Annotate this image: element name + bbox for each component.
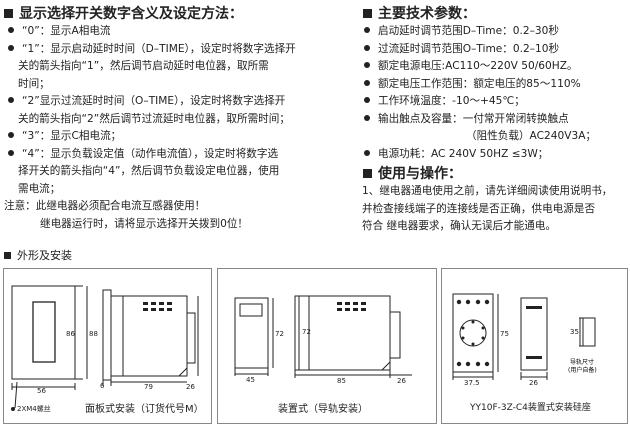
- dim-depth: 79: [144, 383, 153, 391]
- list-item-cont: 关的箭头指向“2”然后调节过流延时电位器，取所需时间；: [18, 112, 290, 125]
- specs-list: 启动延时调节范围D–Time：0.2–30秒 过流延时调节范围O–Time：0.…: [360, 23, 596, 163]
- bullet-icon: [364, 149, 370, 156]
- rail-note: (用户自备): [568, 366, 597, 374]
- spec-item: 输出触点及容量：一付常开常闭转换触点: [360, 111, 596, 129]
- list-item: “3”：显示C相电流；: [4, 128, 296, 146]
- dim-side: 26: [529, 379, 538, 387]
- spec-item: 额定电源电压:AC110～220V 50/60HZ。: [360, 58, 596, 76]
- dim-width: 37.5: [464, 379, 480, 387]
- usage-text: 1、继电器通电使用之前，请先详细阅读使用说明书， 并检查接线端子的连接线是否正确…: [362, 183, 612, 236]
- list-item-cont: 关的箭头指向“1”，然后调节启动延时电位器，取所需: [18, 60, 269, 72]
- square-bullet-icon: [4, 252, 11, 259]
- dim-panel-thickness: 6: [100, 382, 105, 390]
- usage-line: 并检查接线端子的连接线是否正确，供电电源是否: [362, 202, 596, 215]
- bullet-icon: [8, 44, 14, 51]
- bullet-icon: [364, 44, 370, 51]
- dim-side: 26: [397, 377, 406, 385]
- bullet-icon: [364, 97, 370, 103]
- note-line: 注意：此继电器必须配合电流互感器使用！: [4, 200, 206, 212]
- bullet-icon: [364, 62, 370, 68]
- bullet-icon: [8, 149, 14, 156]
- square-bullet-icon: [4, 9, 13, 18]
- usage-title: 使用与操作：: [378, 166, 462, 182]
- rail-note: 导轨尺寸: [570, 358, 594, 366]
- spec-item: 额定电压工作范围：额定电压的85～110%: [360, 76, 596, 94]
- square-bullet-icon: [363, 9, 372, 18]
- specs-heading: 主要技术参数：: [363, 3, 476, 23]
- panel-mount-drawing: 56 88 86 6 79 26 2XM4螺丝: [11, 285, 199, 413]
- dim-height: 75: [500, 330, 509, 338]
- bullet-icon: [8, 132, 14, 138]
- fig-panel-mount: [3, 268, 212, 424]
- dim-depth: 85: [337, 377, 346, 385]
- dim-rail: 35: [570, 328, 579, 336]
- dim-width: 45: [246, 376, 255, 384]
- list-item: “0”：显示A相电流: [4, 23, 296, 41]
- dimensions-heading: 外形及安装: [4, 247, 72, 263]
- usage-line: 1、继电器通电使用之前，请先详细阅读使用说明书，: [362, 185, 613, 197]
- bullet-icon: [8, 97, 14, 103]
- rail-mount-drawing: 45 72 72 85 26: [234, 295, 412, 385]
- bullet-icon: [8, 27, 14, 33]
- spec-item-cont: （阻性负载）AC240V3A；: [466, 130, 597, 142]
- list-item-cont: 时间；: [18, 77, 50, 90]
- bullet-icon: [364, 114, 370, 121]
- dim-inner-height: 86: [66, 330, 75, 338]
- specs-title: 主要技术参数：: [378, 6, 476, 22]
- list-item: “4”：显示负载设定值（动作电流值），设定时将数字选: [4, 146, 296, 164]
- bullet-icon: [364, 27, 370, 33]
- switch-settings-list: “0”：显示A相电流 “1”：显示启动延时时间（D–TIME），设定时将数字选择…: [4, 23, 296, 233]
- dim-side: 26: [186, 383, 195, 391]
- features-heading: 显示选择开关数字含义及设定方法：: [4, 3, 243, 23]
- dim-height: 72: [275, 330, 284, 338]
- spec-item: 启动延时调节范围D–Time：0.2–30秒: [360, 23, 596, 41]
- caption-panel-mount: 面板式安装（订货代号M）: [85, 404, 204, 415]
- usage-heading: 使用与操作：: [363, 163, 462, 183]
- dimensions-title: 外形及安装: [17, 249, 72, 262]
- list-item: “1”：显示启动延时时间（D–TIME），设定时将数字选择开: [4, 41, 296, 59]
- spec-item: 过流延时调节范围O–Time：0.2–10秒: [360, 41, 596, 59]
- note-line: 继电器运行时，请将显示选择开关拨到0位！: [40, 217, 249, 230]
- socket-drawing: 37.5 75 26 35 导轨尺寸 (用户自备): [452, 293, 597, 387]
- spec-item: 电源功耗：AC 240V 50HZ ≤3W；: [360, 146, 596, 164]
- screw-label: 2XM4螺丝: [17, 404, 51, 413]
- caption-socket: YY10F-3Z-C4装置式安装硅座: [470, 403, 591, 413]
- spec-item: 工作环境温度：-10～+45℃；: [360, 93, 596, 111]
- dim-width: 56: [37, 387, 46, 395]
- fig-rail-mount: [217, 268, 437, 424]
- list-item-cont: 择开关的箭头指向“4”，然后调节负载设定电位器，使用: [18, 165, 280, 177]
- usage-line: 符合 继电器要求，确认无误后才能通电。: [362, 220, 557, 232]
- features-title: 显示选择开关数字含义及设定方法：: [19, 6, 243, 22]
- dim-height: 88: [89, 330, 98, 338]
- fig-socket: [441, 268, 628, 424]
- square-bullet-icon: [363, 169, 372, 178]
- list-item: “2”显示过流延时时间（O–TIME），设定时将数字选择开: [4, 93, 296, 111]
- list-item-cont: 需电流；: [18, 182, 61, 195]
- dim-inner-height: 72: [302, 328, 311, 336]
- bullet-icon: [364, 79, 370, 86]
- caption-rail-mount: 装置式（导轨安装）: [278, 404, 368, 415]
